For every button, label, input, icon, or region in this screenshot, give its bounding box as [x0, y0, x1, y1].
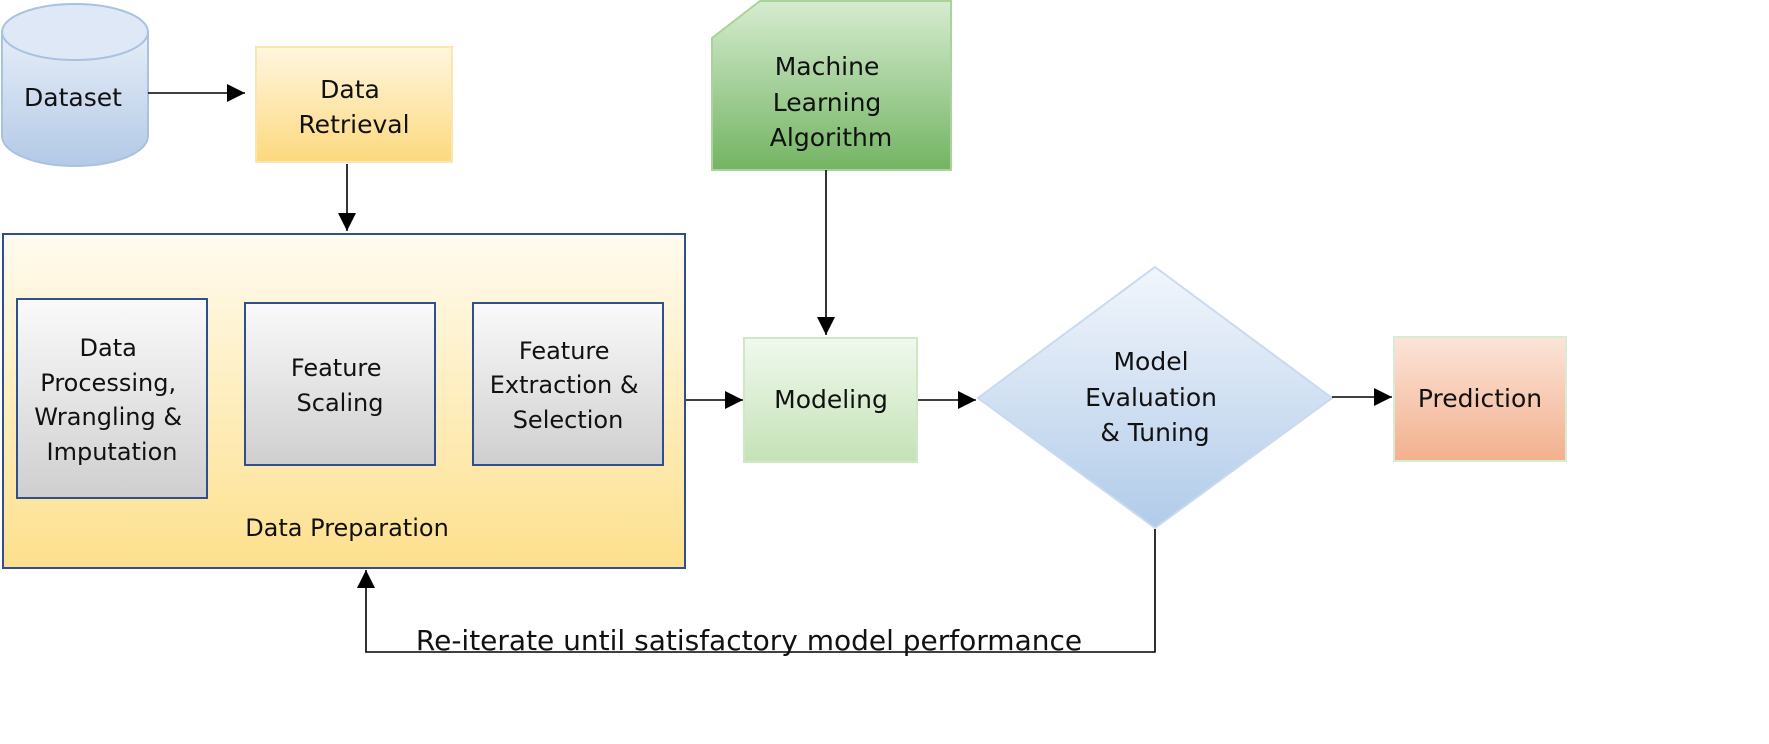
- ml-algorithm-label-line2: Learning: [773, 88, 882, 117]
- feature-extraction-node: Feature Extraction & Selection: [472, 302, 664, 466]
- feature-extraction-label-line1: Feature: [519, 337, 610, 365]
- feature-scaling-label-line1: Feature: [291, 354, 382, 382]
- data-processing-node: Data Processing, Wrangling & Imputation: [16, 298, 208, 499]
- ml-algorithm-label-line1: Machine: [775, 52, 880, 81]
- modeling-node: Modeling: [743, 337, 918, 463]
- feature-scaling-node: Feature Scaling: [244, 302, 436, 466]
- svg-text:Model Evaluation &: Model Evaluation & Tuning: [1085, 347, 1225, 447]
- svg-text:Dataset: Dataset: [24, 83, 122, 112]
- svg-text:Data Retrieval: Data Retrieval: [298, 75, 409, 139]
- svg-text:Data Processing,: Data Processing, Wrangling & Imputation: [34, 334, 189, 466]
- model-evaluation-label-line3: & Tuning: [1100, 418, 1209, 447]
- data-retrieval-label-line2: Retrieval: [298, 110, 409, 139]
- ml-algorithm-node: Machine Learning Algorithm: [711, 0, 952, 171]
- dataset-node: Dataset: [1, 3, 149, 167]
- data-processing-label-line2: Processing,: [40, 369, 176, 397]
- prediction-label: Prediction: [1418, 384, 1542, 413]
- dataset-label: Dataset: [24, 83, 122, 112]
- model-evaluation-label-line2: Evaluation: [1085, 383, 1217, 412]
- svg-text:Modeling: Modeling: [774, 385, 888, 414]
- data-processing-label-line1: Data: [80, 334, 137, 362]
- prediction-node: Prediction: [1393, 336, 1567, 462]
- data-processing-label-line3: Wrangling &: [34, 403, 182, 431]
- svg-text:Machine Learning A: Machine Learning Algorithm: [770, 52, 892, 152]
- svg-text:Feature Scaling: Feature Scaling: [291, 354, 389, 417]
- ml-algorithm-label-line3: Algorithm: [770, 123, 892, 152]
- data-preparation-group: Data Processing, Wrangling & Imputation …: [2, 233, 686, 569]
- modeling-label: Modeling: [774, 385, 888, 414]
- feature-extraction-label-line3: Selection: [513, 406, 624, 434]
- data-preparation-label: Data Preparation: [245, 514, 449, 542]
- data-processing-label-line4: Imputation: [47, 438, 178, 466]
- svg-text:Feature Extraction &: Feature Extraction & Selection: [490, 337, 647, 434]
- model-evaluation-label-line1: Model: [1113, 347, 1188, 376]
- feature-scaling-label-line2: Scaling: [297, 389, 384, 417]
- svg-text:Prediction: Prediction: [1418, 384, 1542, 413]
- model-evaluation-node: Model Evaluation & Tuning: [976, 265, 1334, 530]
- data-retrieval-node: Data Retrieval: [255, 46, 453, 163]
- data-retrieval-label-line1: Data: [320, 75, 380, 104]
- arrow-feedback-loop: [357, 529, 1156, 653]
- feature-extraction-label-line2: Extraction &: [490, 371, 639, 399]
- feedback-loop-label: Re-iterate until satisfactory model perf…: [416, 624, 1082, 657]
